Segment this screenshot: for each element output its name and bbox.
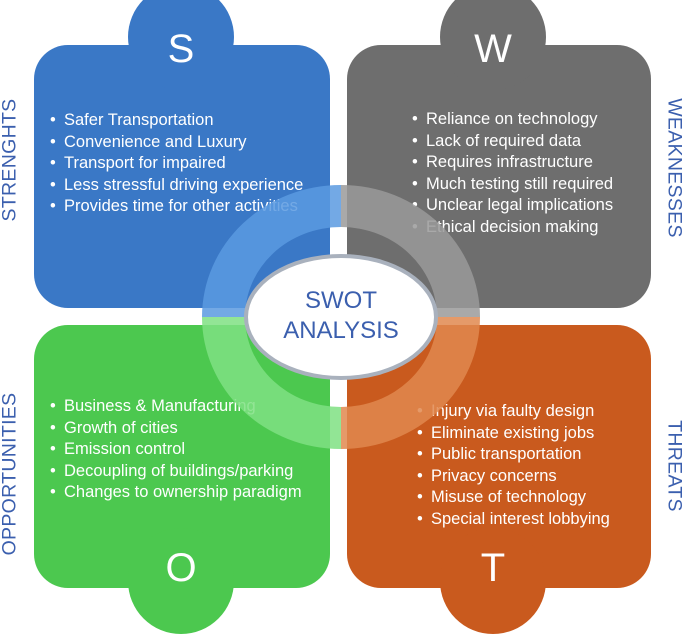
- center-title-line1: SWOT: [244, 286, 438, 316]
- center-title-line2: ANALYSIS: [244, 316, 438, 346]
